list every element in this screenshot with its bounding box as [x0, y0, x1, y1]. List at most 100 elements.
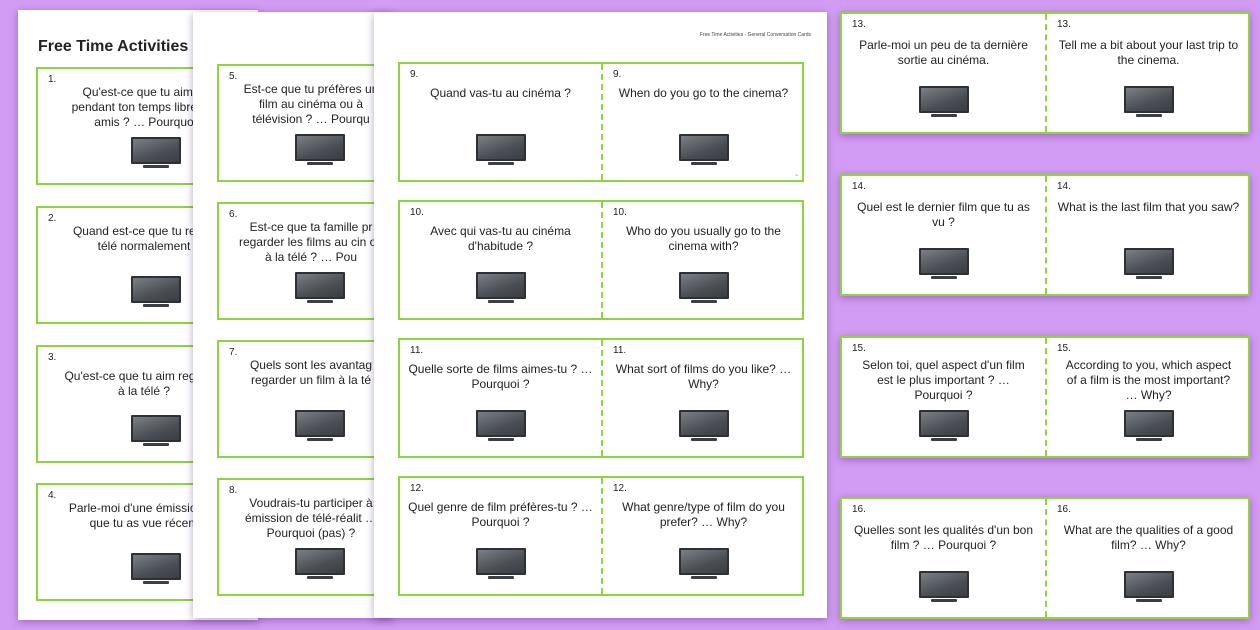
conversation-card-7: 7. Quels sont les avantag regarder un fi…: [217, 340, 393, 458]
tv-icon: [918, 571, 969, 603]
card-question-fr: Selon toi, quel aspect d'un film est le …: [862, 358, 1025, 402]
page-title: Free Time Activities -: [38, 38, 199, 55]
card-question-fr: Est-ce que tu préfères un film au cinéma…: [243, 82, 379, 126]
tv-icon: [1123, 410, 1174, 442]
card-french-side: 4. Parle-moi d'une émissio télé que tu a…: [38, 485, 219, 599]
tv-icon: [131, 137, 181, 169]
card-english-side: 14. What is the last film that you saw?: [1045, 176, 1248, 294]
conversation-card-12: 12. Quel genre de film préfères-tu ? … P…: [398, 476, 804, 596]
conversation-card-5: 5. Est-ce que tu préfères un film au cin…: [217, 64, 393, 182]
conversation-card-14: 14. Quel est le dernier film que tu as v…: [840, 174, 1250, 296]
card-french-side: 1. Qu'est-ce que tu aimes pendant ton te…: [38, 69, 216, 183]
card-number: 11.: [410, 345, 424, 356]
page-header: Free Time Activities - General Conversat…: [699, 32, 811, 38]
card-question-fr: Quelle sorte de films aimes-tu ? … Pourq…: [408, 362, 593, 391]
card-number: 15.: [852, 343, 866, 354]
tv-icon: [918, 410, 969, 442]
tv-icon: [131, 415, 181, 447]
tv-icon: [295, 410, 345, 442]
card-number: 6.: [229, 209, 238, 220]
card-question-en: What is the last film that you saw?: [1057, 200, 1240, 214]
card-question-fr: Quand vas-tu au cinéma ?: [430, 86, 571, 100]
card-number: 16.: [852, 504, 866, 515]
card-question-fr: Voudrais-tu participer à émission de tél…: [244, 496, 378, 540]
card-french-side: 10. Avec qui vas-tu au cinéma d'habitude…: [400, 202, 601, 318]
worksheet-page-2: 5. Est-ce que tu préfères un film au cin…: [193, 12, 393, 618]
card-question-en: According to you, which aspect of a film…: [1065, 358, 1232, 402]
conversation-card-1: 1. Qu'est-ce que tu aimes pendant ton te…: [36, 67, 258, 185]
card-number: 13.: [852, 19, 866, 30]
tv-icon: [475, 134, 526, 166]
card-number: 10.: [613, 207, 627, 218]
card-number: 5.: [229, 71, 238, 82]
card-number: 1.: [48, 74, 57, 85]
card-number: 7.: [229, 347, 238, 358]
card-french-side: 3. Qu'est-ce que tu aim regarder à la té…: [38, 347, 224, 461]
card-french-side: 8. Voudrais-tu participer à émission de …: [219, 480, 377, 594]
card-french-side: 5. Est-ce que tu préfères un film au cin…: [219, 66, 378, 180]
tv-icon: [131, 276, 181, 308]
conversation-card-9: 9. Quand vas-tu au cinéma ? 9. When do y…: [398, 62, 804, 182]
conversation-card-16: 16. Quelles sont les qualités d'un bon f…: [840, 497, 1250, 619]
tv-icon: [295, 272, 345, 304]
tv-icon: [295, 548, 345, 580]
card-english-side: 13. Tell me a bit about your last trip t…: [1045, 14, 1248, 132]
card-question-fr: Parle-moi d'une émissio télé que tu as v…: [68, 501, 220, 530]
conversation-card-8: 8. Voudrais-tu participer à émission de …: [217, 478, 393, 596]
conversation-card-15: 15. Selon toi, quel aspect d'un film est…: [840, 336, 1250, 458]
footer-mark: ▪▪▪: [794, 173, 798, 177]
card-french-side: 16. Quelles sont les qualités d'un bon f…: [842, 499, 1045, 617]
tv-icon: [678, 134, 729, 166]
card-question-en: Who do you usually go to the cinema with…: [626, 224, 781, 253]
tv-icon: [475, 548, 526, 580]
card-number: 11.: [613, 345, 627, 356]
card-number: 3.: [48, 352, 57, 363]
tv-icon: [918, 248, 969, 280]
card-number: 16.: [1057, 504, 1071, 515]
card-question-fr: Est-ce que ta famille pr regarder les fi…: [238, 220, 384, 264]
card-french-side: 2. Quand est-ce que tu reg la télé norma…: [38, 208, 215, 322]
conversation-card-11: 11. Quelle sorte de films aimes-tu ? … P…: [398, 338, 804, 458]
card-french-side: 9. Quand vas-tu au cinéma ?: [400, 64, 601, 180]
card-question-fr: Quel est le dernier film que tu as vu ?: [857, 200, 1030, 229]
card-number: 9.: [613, 69, 622, 80]
card-number: 4.: [48, 490, 57, 501]
card-french-side: 11. Quelle sorte de films aimes-tu ? … P…: [400, 340, 601, 456]
card-question-fr: Quand est-ce que tu reg la télé normalem…: [72, 224, 216, 253]
card-number: 13.: [1057, 19, 1071, 30]
card-number: 2.: [48, 213, 57, 224]
tv-icon: [678, 410, 729, 442]
card-english-side: 15. According to you, which aspect of a …: [1045, 338, 1248, 456]
card-number: 8.: [229, 485, 238, 496]
card-english-side: 16. What are the qualities of a good fil…: [1045, 499, 1248, 617]
card-number: 15.: [1057, 343, 1071, 354]
card-number: 14.: [852, 181, 866, 192]
card-question-en: What sort of films do you like? … Why?: [615, 362, 792, 391]
tv-icon: [1123, 571, 1174, 603]
tv-icon: [131, 553, 181, 585]
card-number: 14.: [1057, 181, 1071, 192]
tv-icon: [918, 86, 969, 118]
card-question-fr: Parle-moi un peu de ta dernière sortie a…: [859, 38, 1028, 67]
card-question-en: What are the qualities of a good film? ……: [1063, 523, 1234, 552]
card-english-side: 11. What sort of films do you like? … Wh…: [601, 340, 804, 456]
worksheet-page-3: Free Time Activities - General Conversat…: [374, 12, 827, 618]
conversation-card-13: 13. Parle-moi un peu de ta dernière sort…: [840, 12, 1250, 134]
card-number: 12.: [410, 483, 424, 494]
tv-icon: [678, 548, 729, 580]
card-question-fr: Quel genre de film préfères-tu ? … Pourq…: [408, 500, 593, 529]
card-french-side: 12. Quel genre de film préfères-tu ? … P…: [400, 478, 601, 594]
card-french-side: 15. Selon toi, quel aspect d'un film est…: [842, 338, 1045, 456]
card-french-side: 13. Parle-moi un peu de ta dernière sort…: [842, 14, 1045, 132]
card-question-fr: Avec qui vas-tu au cinéma d'habitude ?: [430, 224, 571, 253]
card-english-side: 10. Who do you usually go to the cinema …: [601, 202, 804, 318]
card-english-side: 9. When do you go to the cinema? ▪▪▪: [601, 64, 804, 180]
tv-icon: [475, 272, 526, 304]
card-question-en: What genre/type of film do you prefer? ……: [622, 500, 785, 529]
tv-icon: [1123, 248, 1174, 280]
tv-icon: [678, 272, 729, 304]
tv-icon: [475, 410, 526, 442]
conversation-card-10: 10. Avec qui vas-tu au cinéma d'habitude…: [398, 200, 804, 320]
card-question-fr: Qu'est-ce que tu aim regarder à la télé …: [64, 369, 224, 398]
card-question-fr: Quels sont les avantag regarder un film …: [249, 358, 373, 387]
